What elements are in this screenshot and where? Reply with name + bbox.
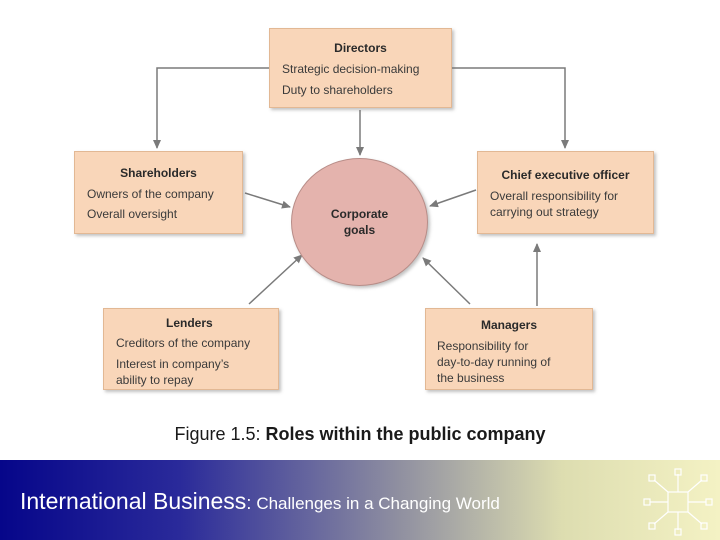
lenders-title: Lenders <box>166 316 213 330</box>
goals-line-1: Corporate <box>330 207 389 221</box>
footer-main: International Business <box>20 488 247 514</box>
managers-line-3: the business <box>437 371 505 385</box>
lenders-line-3: ability to repay <box>116 373 194 387</box>
lenders-line-2: Interest in company’s <box>116 357 230 371</box>
footer-subtitle: Challenges in a Changing World <box>256 494 500 513</box>
lenders-box: Lenders Creditors of the company Interes… <box>103 308 279 390</box>
directors-line-2: Duty to shareholders <box>282 83 393 97</box>
arrow-lenders-to-goals <box>248 254 303 305</box>
shareholders-box: Shareholders Owners of the company Overa… <box>74 151 243 234</box>
managers-title: Managers <box>480 318 538 332</box>
arrow-managers-to-goals <box>422 257 471 305</box>
shareholders-line-2: Overall oversight <box>87 207 178 221</box>
caption-title: Roles within the public company <box>265 424 546 444</box>
managers-line-1: Responsibility for <box>437 339 529 353</box>
arrow-ceo-to-goals <box>429 189 477 208</box>
directors-line-1: Strategic decision-making <box>282 62 420 76</box>
shareholders-title: Shareholders <box>120 166 197 180</box>
ceo-box: Chief executive officer Overall responsi… <box>477 151 654 234</box>
network-emblem-icon <box>643 468 713 536</box>
directors-box: Directors Strategic decision-making Duty… <box>269 28 452 108</box>
footer-text: International Business: Challenges in a … <box>20 488 500 515</box>
ceo-line-2: carrying out strategy <box>490 205 599 219</box>
goals-line-2: goals <box>343 223 376 237</box>
arrow-shareholders-to-goals <box>244 192 291 209</box>
footer-banner: International Business: Challenges in a … <box>0 460 720 540</box>
ceo-line-1: Overall responsibility for <box>490 189 619 203</box>
footer-separator: : <box>246 493 257 513</box>
arrow-directors-to-ceo <box>452 67 569 149</box>
managers-line-2: day-to-day running of <box>437 355 551 369</box>
lenders-line-1: Creditors of the company <box>116 336 251 350</box>
arrow-directors-to-shareholders <box>153 67 269 149</box>
figure-caption: Figure 1.5: Roles within the public comp… <box>0 424 720 445</box>
caption-prefix: Figure 1.5: <box>174 424 266 444</box>
managers-box: Managers Responsibility for day-to-day r… <box>425 308 593 390</box>
ceo-title: Chief executive officer <box>501 168 630 182</box>
shareholders-line-1: Owners of the company <box>87 187 214 201</box>
corporate-goals-circle: Corporate goals <box>291 158 428 286</box>
directors-title: Directors <box>334 41 387 55</box>
